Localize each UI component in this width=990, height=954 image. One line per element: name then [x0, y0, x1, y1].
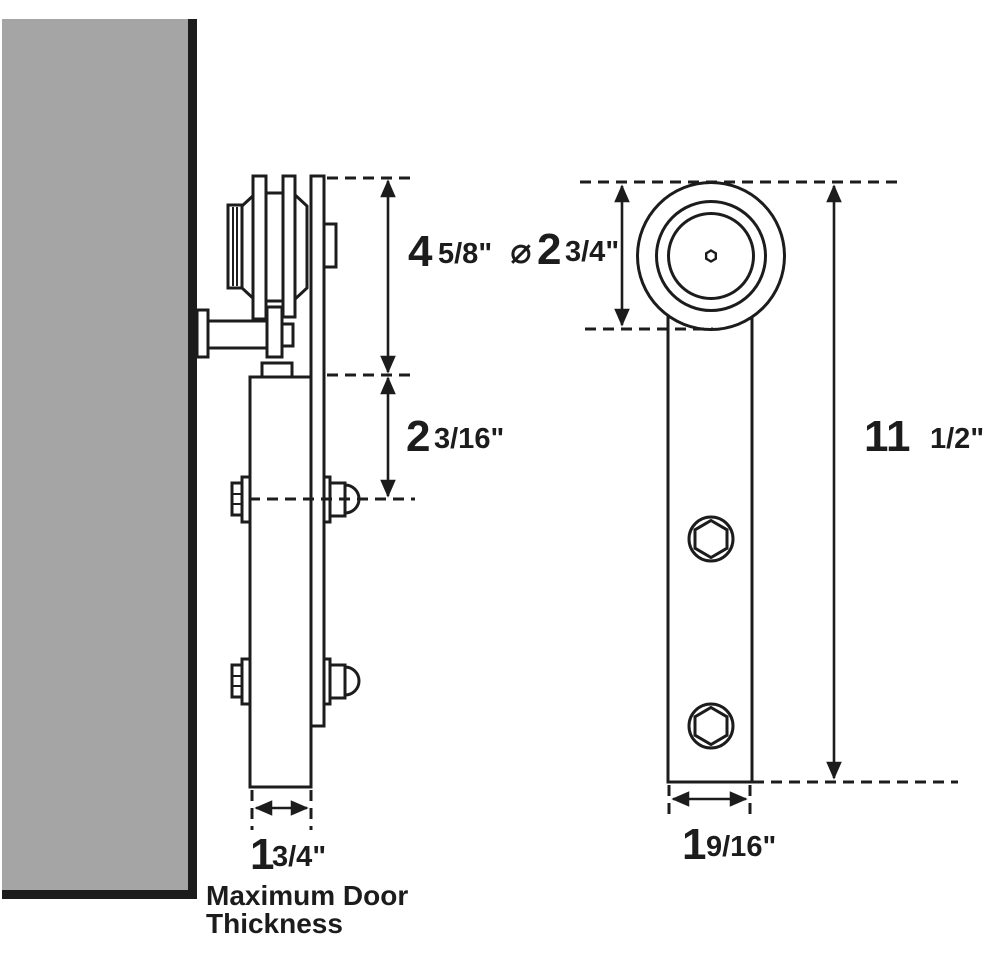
dim-height-whole: 11 — [864, 412, 911, 461]
dim-a-fraction: 5/8" — [438, 238, 492, 270]
diameter-symbol: ⌀ — [510, 230, 532, 271]
dim-height-fraction: 1/2" — [930, 423, 984, 455]
dim-width-whole: 1 — [682, 820, 706, 869]
door-panel — [248, 361, 313, 789]
dim-a-whole: 4 — [408, 227, 433, 276]
dim-b-whole: 2 — [406, 412, 430, 461]
roller-wheel-front — [636, 181, 786, 331]
bolt-hex — [693, 705, 729, 747]
wall-section — [2, 19, 197, 899]
hanger-strap-side — [309, 174, 326, 728]
lag-bolt-end — [280, 322, 295, 348]
door-body — [248, 375, 313, 789]
dim-width-fraction: 9/16" — [706, 831, 776, 863]
front-view-dimensions: ⌀ 2 3/4" 11 1/2" 1 9/16" — [510, 180, 984, 869]
hanger-plate-left — [251, 174, 268, 321]
wall-edge-right — [188, 19, 197, 898]
dim-thickness-whole: 1 — [250, 830, 274, 879]
wall-edge-bottom — [2, 890, 197, 899]
bolt-hex — [693, 518, 729, 560]
front-view — [636, 181, 786, 784]
door-bolt-lower — [230, 657, 361, 706]
wheel-axle-hex — [705, 249, 717, 263]
lag-bolt-shaft — [206, 319, 270, 350]
dim-thickness-fraction: 3/4" — [272, 841, 326, 873]
lag-bolt-spacer — [265, 305, 284, 359]
bolt-nut — [328, 663, 347, 700]
lag-bolt-head — [195, 308, 210, 359]
strap-bolt-lower-front — [687, 702, 735, 750]
lag-bolt — [195, 305, 295, 359]
hanger-plate-right — [281, 174, 297, 319]
dim-diameter-whole: 2 — [537, 225, 561, 274]
dim-b-fraction: 3/16" — [434, 423, 504, 455]
door-note-line1: Maximum Door — [206, 880, 408, 911]
side-view — [195, 174, 361, 789]
wall-fill — [2, 19, 189, 891]
door-top-cap — [260, 361, 294, 379]
bolt-hex-head — [230, 481, 244, 517]
door-note-line2: Thickness — [206, 908, 343, 939]
bolt-hex-head — [230, 663, 244, 699]
dim-diameter-fraction: 3/4" — [565, 236, 619, 268]
acorn-nut-dome — [343, 665, 361, 697]
side-view-dimensions: 4 5/8" 2 3/16" 1 3/4" Maximum Door Thick… — [206, 176, 504, 939]
wheel-end-cap — [226, 203, 244, 290]
strap-stop-tab — [322, 222, 338, 269]
strap-bolt-upper-front — [687, 515, 735, 563]
